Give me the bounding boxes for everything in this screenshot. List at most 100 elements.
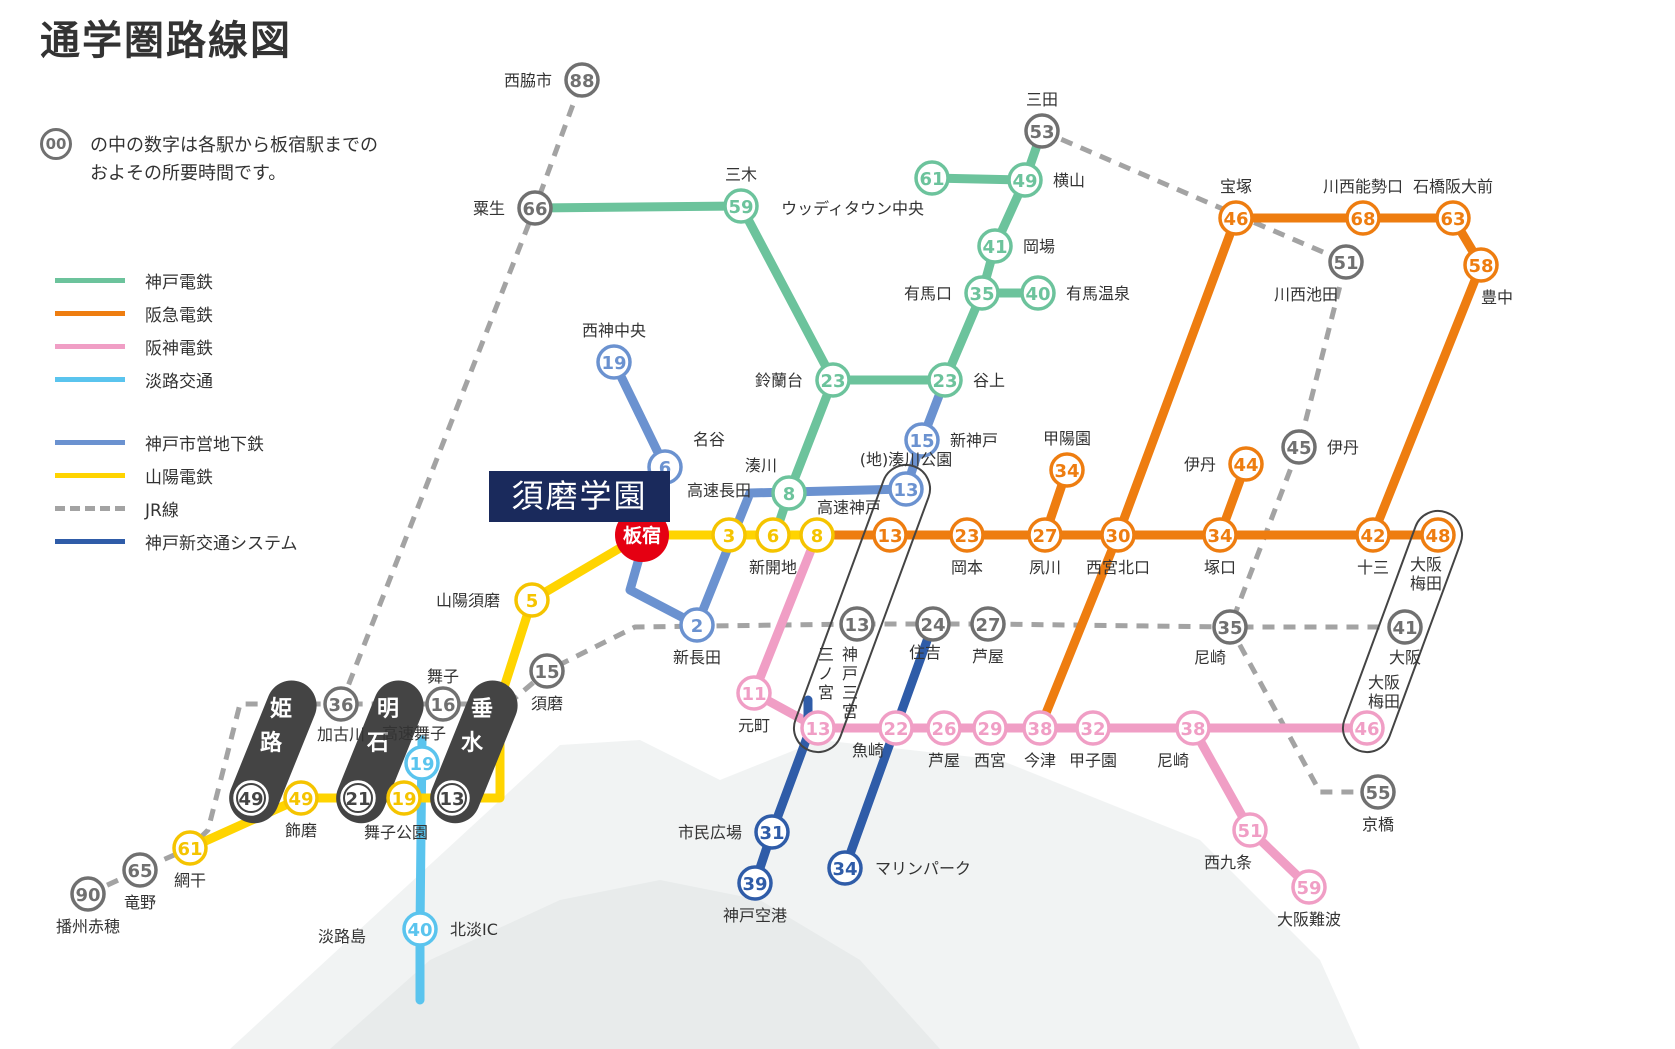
station-time: 59 xyxy=(1296,878,1321,899)
station-aboshi[interactable]: 61 xyxy=(172,830,208,866)
label-sannomiya-jr: 宮 xyxy=(818,683,834,702)
station-ishibashi[interactable]: 63 xyxy=(1435,200,1471,236)
station-nishikujo[interactable]: 51 xyxy=(1232,812,1268,848)
station-itami_jr[interactable]: 45 xyxy=(1281,429,1317,465)
station-name: 十三 xyxy=(1357,558,1389,577)
station-takarazuka[interactable]: 46 xyxy=(1218,200,1254,236)
station-kosoku_nagata[interactable]: 3 xyxy=(711,517,747,553)
station-kawanishinoseguchi[interactable]: 68 xyxy=(1345,200,1381,236)
station-himeji_blk[interactable]: 49 xyxy=(233,780,269,816)
station-osaka_jr[interactable]: 41 xyxy=(1387,609,1423,645)
station-okamoto[interactable]: 23 xyxy=(949,517,985,553)
station-shimin_hiroba[interactable]: 31 xyxy=(754,814,790,850)
label-osakaumeda-hanshin: 梅田 xyxy=(1368,692,1400,711)
station-kawanishiikeda[interactable]: 51 xyxy=(1328,244,1364,280)
station-minatogawa[interactable]: 8 xyxy=(771,475,807,511)
station-tatsuno[interactable]: 65 xyxy=(122,852,158,888)
station-circle xyxy=(915,606,951,642)
station-shinkaichi[interactable]: 6 xyxy=(755,517,791,553)
station-tsukaguchi[interactable]: 34 xyxy=(1202,517,1238,553)
station-name: 有馬口 xyxy=(904,284,952,303)
station-time: 30 xyxy=(1105,526,1130,547)
station-yokoyama[interactable]: 49 xyxy=(1007,162,1043,198)
station-ashiya_hs[interactable]: 26 xyxy=(926,710,962,746)
station-osakanamba[interactable]: 59 xyxy=(1291,869,1327,905)
station-suma[interactable]: 15 xyxy=(529,653,565,689)
station-kyobashi[interactable]: 55 xyxy=(1360,774,1396,810)
station-itami_hk[interactable]: 44 xyxy=(1228,446,1264,482)
station-shikama[interactable]: 49 xyxy=(283,780,319,816)
station-kosoku_kobe[interactable]: 8 xyxy=(799,517,835,553)
station-name: 塚口 xyxy=(1204,558,1236,577)
legend-hanshin: 阪神電鉄 xyxy=(55,334,213,359)
station-arimaguchi[interactable]: 35 xyxy=(964,275,1000,311)
station-sannomiya_jr[interactable]: 13 xyxy=(839,606,875,642)
station-kobe_airport[interactable]: 39 xyxy=(737,865,773,901)
station-kosokumaiko[interactable]: 19 xyxy=(404,745,440,781)
legend-label: 淡路交通 xyxy=(145,371,213,392)
station-shinnagata[interactable]: 2 xyxy=(679,607,715,643)
station-motomachi[interactable]: 11 xyxy=(736,675,772,711)
station-name: 西宮北口 xyxy=(1086,558,1150,577)
station-tarumi_blk[interactable]: 13 xyxy=(434,780,470,816)
station-time: 49 xyxy=(238,789,263,810)
station-name: 尼崎 xyxy=(1194,648,1226,667)
station-time: 19 xyxy=(391,789,416,810)
station-amagasaki_hs[interactable]: 38 xyxy=(1175,710,1211,746)
station-toyonaka[interactable]: 58 xyxy=(1463,247,1499,283)
station-name: 元町 xyxy=(738,716,770,735)
station-sanyo_suma[interactable]: 5 xyxy=(514,582,550,618)
station-circle xyxy=(1420,517,1456,553)
station-woody[interactable]: 61 xyxy=(914,160,950,196)
station-shinkobe[interactable]: 15 xyxy=(904,422,940,458)
legend-swatch xyxy=(55,472,125,478)
station-name: 粟生 xyxy=(473,199,505,218)
station-suzurandai[interactable]: 23 xyxy=(815,362,851,398)
station-circle xyxy=(564,62,600,98)
station-nishiwaki[interactable]: 88 xyxy=(564,62,600,98)
station-hs_kobesannomiya[interactable]: 13 xyxy=(800,710,836,746)
station-nishinomiya[interactable]: 29 xyxy=(972,710,1008,746)
station-akashi_blk[interactable]: 21 xyxy=(340,780,376,816)
station-circle xyxy=(679,607,715,643)
station-circle xyxy=(1027,517,1063,553)
station-maikokoen[interactable]: 19 xyxy=(386,780,422,816)
station-hk_kobesannomiya[interactable]: 13 xyxy=(872,517,908,553)
station-ashiya_jr[interactable]: 27 xyxy=(970,606,1006,642)
station-nishinomiyakitaguchi[interactable]: 30 xyxy=(1100,517,1136,553)
station-juso[interactable]: 42 xyxy=(1355,517,1391,553)
station-koshien[interactable]: 32 xyxy=(1075,710,1111,746)
school-label: 須磨学園 xyxy=(489,471,670,522)
station-arimaonsen[interactable]: 40 xyxy=(1020,275,1056,311)
station-shukugawa[interactable]: 27 xyxy=(1027,517,1063,553)
station-amagasaki_jr[interactable]: 35 xyxy=(1212,609,1248,645)
station-circle xyxy=(949,517,985,553)
station-circle xyxy=(1328,244,1364,280)
station-sumiyoshi[interactable]: 24 xyxy=(915,606,951,642)
station-name: 岡本 xyxy=(951,558,983,577)
station-okaba[interactable]: 41 xyxy=(977,228,1013,264)
station-circle xyxy=(1100,517,1136,553)
station-minatogawakoen[interactable]: 13 xyxy=(888,471,924,507)
station-osakaumeda_hs[interactable]: 46 xyxy=(1349,710,1385,746)
station-sanda[interactable]: 53 xyxy=(1024,113,1060,149)
station-banshu_ako[interactable]: 90 xyxy=(70,876,106,912)
station-maiko[interactable]: 16 xyxy=(425,686,461,722)
station-osakaumeda_hk[interactable]: 48 xyxy=(1420,517,1456,553)
station-imazu[interactable]: 38 xyxy=(1022,710,1058,746)
station-marine_park[interactable]: 34 xyxy=(827,850,863,886)
note-line-2: およその所要時間です。 xyxy=(90,163,287,184)
station-nishishinchuo[interactable]: 19 xyxy=(596,344,632,380)
label-osakaumeda-hanshin: 大阪 xyxy=(1368,673,1400,692)
station-tanigami[interactable]: 23 xyxy=(927,362,963,398)
station-name: 岡場 xyxy=(1023,237,1055,256)
station-awao[interactable]: 66 xyxy=(517,190,553,226)
station-circle xyxy=(425,686,461,722)
station-uozaki[interactable]: 22 xyxy=(878,710,914,746)
station-kakogawa[interactable]: 36 xyxy=(323,686,359,722)
station-hokudan[interactable]: 40 xyxy=(402,911,438,947)
station-koyoen[interactable]: 34 xyxy=(1049,452,1085,488)
station-miki[interactable]: 59 xyxy=(723,188,759,224)
station-name: 大阪 xyxy=(1389,648,1421,667)
